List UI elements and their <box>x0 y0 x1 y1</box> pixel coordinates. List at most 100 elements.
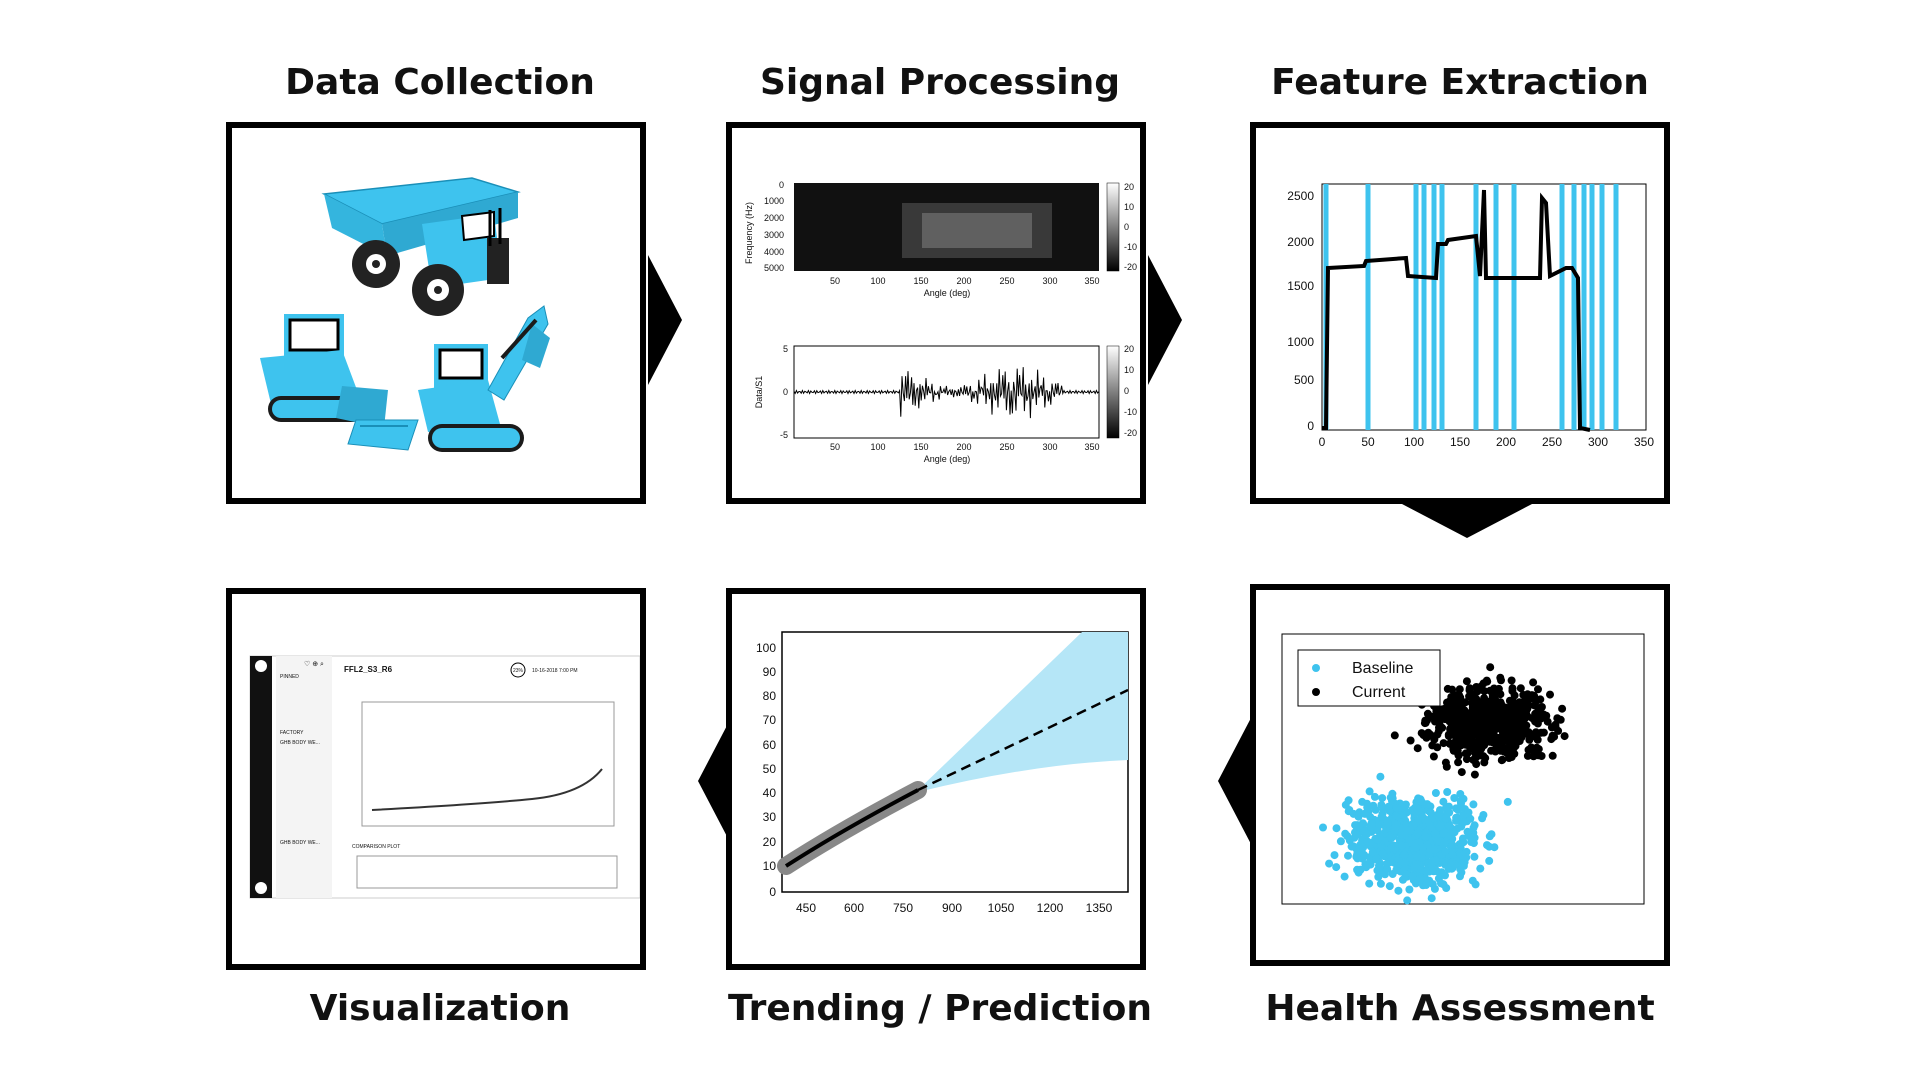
baseline-point <box>1397 830 1406 839</box>
baseline-point <box>1428 880 1437 889</box>
current-point <box>1518 700 1527 709</box>
baseline-point <box>1373 835 1382 844</box>
baseline-point <box>1371 805 1380 814</box>
baseline-point <box>1441 871 1449 880</box>
health-scatter <box>1319 663 1569 905</box>
baseline-point <box>1378 849 1387 858</box>
baseline-point <box>1450 794 1459 802</box>
spectrogram-xtick: 100 <box>870 276 885 286</box>
baseline-point <box>1353 850 1361 859</box>
baseline-point <box>1365 787 1374 796</box>
arrow-left-icon <box>1218 716 1252 846</box>
current-point <box>1461 698 1470 707</box>
trend-yticks: 100 90 80 70 60 50 40 30 20 10 0 <box>756 641 776 899</box>
baseline-point <box>1423 800 1432 809</box>
current-point <box>1486 686 1495 695</box>
trend-xtick: 600 <box>844 901 864 915</box>
baseline-point <box>1436 822 1445 831</box>
spectrogram-ytick: 2000 <box>764 213 784 223</box>
baseline-point <box>1376 879 1385 888</box>
dashboard-group: PINNED <box>280 674 299 680</box>
health-legend <box>1297 649 1441 707</box>
arrow-right-icon <box>648 255 682 385</box>
stage-title-health-assessment: Health Assessment <box>1265 988 1655 1029</box>
baseline-point <box>1408 872 1417 881</box>
dashboard-section: COMPARISON PLOT <box>352 844 400 850</box>
feature-ytick: 1000 <box>1287 335 1314 349</box>
baseline-point <box>1426 808 1435 817</box>
current-point <box>1439 739 1448 748</box>
baseline-point <box>1445 822 1454 831</box>
cbar-tick: 20 <box>1124 344 1134 354</box>
cbar-tick: 0 <box>1124 222 1129 232</box>
baseline-point <box>1358 797 1367 806</box>
current-point <box>1433 743 1442 752</box>
current-point <box>1462 677 1471 686</box>
trend-ytick: 50 <box>763 762 777 776</box>
baseline-point <box>1362 830 1371 839</box>
current-point <box>1543 717 1552 726</box>
waveform-ylabel: Data/S1 <box>754 376 764 409</box>
cbar-tick: -10 <box>1124 242 1137 252</box>
dashboard-badge: 23% <box>513 668 524 674</box>
cbar-tick: 10 <box>1124 365 1134 375</box>
current-point <box>1536 695 1545 704</box>
current-point <box>1448 717 1457 726</box>
baseline-point <box>1379 804 1388 813</box>
baseline-point <box>1360 850 1369 859</box>
arrow-left-icon <box>698 716 732 846</box>
spectrogram-colorbar <box>1106 182 1120 272</box>
baseline-point <box>1485 856 1494 865</box>
waveform-ytick: 5 <box>783 344 788 354</box>
baseline-point <box>1400 851 1409 859</box>
current-point <box>1496 698 1505 707</box>
current-point <box>1438 723 1447 732</box>
current-point <box>1462 755 1471 764</box>
baseline-point <box>1397 841 1406 850</box>
baseline-point <box>1448 850 1457 859</box>
waveform-xtick: 150 <box>913 442 928 452</box>
baseline-point <box>1427 861 1436 870</box>
baseline-point <box>1344 851 1352 860</box>
baseline-point <box>1375 863 1384 872</box>
baseline-point <box>1401 870 1410 878</box>
baseline-point <box>1414 794 1423 803</box>
current-point <box>1481 706 1490 714</box>
baseline-point <box>1442 884 1451 892</box>
current-point <box>1504 717 1513 726</box>
excavator-icon <box>418 305 550 452</box>
baseline-point <box>1344 796 1353 805</box>
trend-xtick: 1200 <box>1037 901 1064 915</box>
baseline-point <box>1336 837 1345 846</box>
baseline-point <box>1410 863 1419 872</box>
current-point <box>1516 707 1525 715</box>
baseline-point <box>1441 814 1450 823</box>
feature-ytick: 1500 <box>1287 279 1314 293</box>
waveform-line <box>793 367 1100 419</box>
baseline-point <box>1483 841 1491 850</box>
dashboard-group: GHB BODY WE... <box>280 740 320 746</box>
spectrogram-xtick: 300 <box>1042 276 1057 286</box>
current-point <box>1466 744 1475 753</box>
current-point <box>1471 749 1480 758</box>
spectrogram-xtick: 150 <box>913 276 928 286</box>
visualization-panel: ♡ ⊕ ⌕ PINNED FACTORY GHB BODY WE... GHB … <box>226 588 646 970</box>
baseline-point <box>1350 833 1359 842</box>
cbar-tick: 10 <box>1124 202 1134 212</box>
baseline-point <box>1403 896 1412 905</box>
arrow-down-icon <box>1402 504 1532 538</box>
feature-xtick: 300 <box>1588 435 1608 449</box>
spectrogram-ytick: 0 <box>779 180 784 190</box>
baseline-point <box>1383 865 1392 874</box>
trend-forecast-line <box>917 688 1129 792</box>
waveform-xtick: 250 <box>999 442 1014 452</box>
baseline-point <box>1439 829 1448 838</box>
baseline-point <box>1394 886 1403 895</box>
baseline-point <box>1409 821 1417 830</box>
current-point <box>1546 690 1554 699</box>
spectrogram-ylabel: Frequency (Hz) <box>744 202 754 264</box>
current-point <box>1515 719 1524 728</box>
baseline-point <box>1454 806 1463 814</box>
waveform-ytick: -5 <box>780 430 788 440</box>
baseline-point <box>1439 797 1448 806</box>
